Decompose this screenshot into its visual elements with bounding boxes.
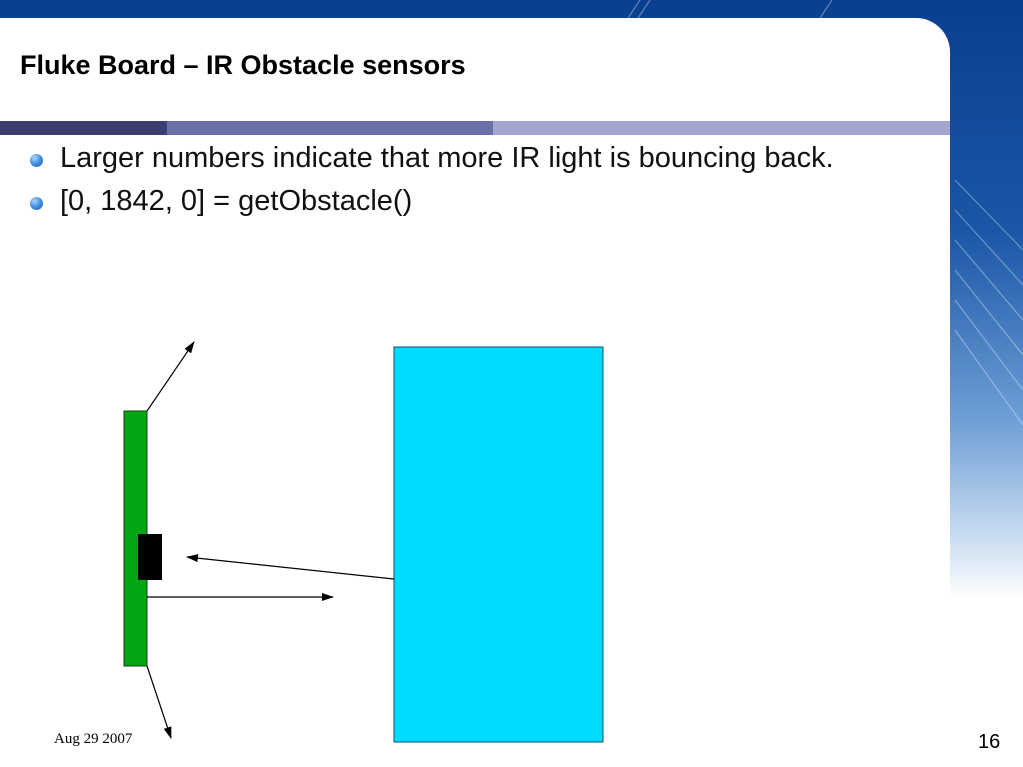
bullet-text: [0, 1842, 0] = getObstacle() <box>60 185 413 217</box>
footer-date: Aug 29 2007 <box>54 731 133 747</box>
slide-number: 16 <box>978 731 1001 753</box>
bar-segment-dark <box>0 121 167 135</box>
emitted-ir-arrow-down <box>146 665 172 739</box>
bar-segment-mid <box>167 121 493 135</box>
obstacle-box <box>393 346 604 743</box>
reflected-ir-arrow <box>186 554 395 580</box>
bullet-item: [0, 1842, 0] = getObstacle() <box>30 186 890 217</box>
ir-sensor <box>138 534 162 580</box>
bullet-item: Larger numbers indicate that more IR lig… <box>30 143 890 174</box>
slide-title: Fluke Board – IR Obstacle sensors <box>20 50 466 80</box>
bullet-text: Larger numbers indicate that more IR lig… <box>60 142 834 174</box>
emitted-ir-arrow-up <box>146 341 195 412</box>
bullet-list: Larger numbers indicate that more IR lig… <box>30 143 890 229</box>
bullet-dot-icon <box>30 197 43 210</box>
bullet-dot-icon <box>30 154 43 167</box>
bar-segment-light <box>493 121 950 135</box>
title-underline-bar <box>0 121 950 135</box>
